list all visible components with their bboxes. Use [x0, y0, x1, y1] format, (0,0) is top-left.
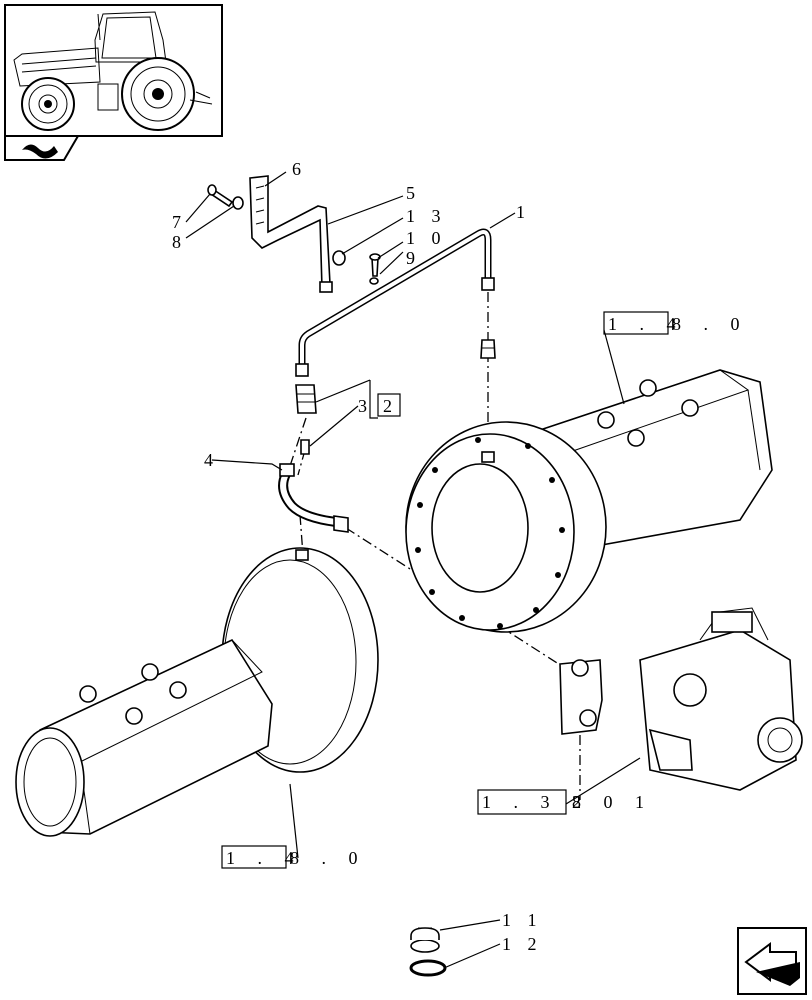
- washer-8-part: [232, 196, 244, 210]
- callout-13[interactable]: 1 3: [406, 206, 447, 226]
- svg-text:8 . 0: 8 . 0: [672, 314, 749, 334]
- svg-text:8 0 1: 8 0 1: [572, 792, 653, 812]
- callout-3[interactable]: 3: [358, 396, 373, 416]
- fitting-3-part: [300, 439, 310, 455]
- callout-2-box: [377, 393, 401, 417]
- ref-top-right[interactable]: 1 . 4 8 . 0: [603, 311, 749, 335]
- valve-block-part: [559, 659, 603, 735]
- svg-text:8 . 0: 8 . 0: [290, 848, 367, 868]
- bracket-part: [249, 175, 333, 293]
- pipe-1-part: [295, 228, 495, 377]
- callout-5[interactable]: 5: [406, 183, 421, 203]
- hose-4-part: [278, 463, 349, 533]
- leader-lines: [185, 171, 641, 969]
- callout-2[interactable]: 2: [383, 396, 398, 416]
- plug-11-part: [410, 927, 440, 953]
- o-ring-12-part: [409, 959, 447, 977]
- fitting-top-part: [480, 339, 496, 359]
- ref-pump[interactable]: 1 . 3 2 8 0 1: [477, 789, 653, 815]
- callout-9[interactable]: 9: [406, 248, 421, 268]
- svg-text:1 . 3 2: 1 . 3 2: [482, 792, 590, 812]
- callout-10[interactable]: 1 0: [406, 228, 447, 248]
- callout-7[interactable]: 7: [172, 212, 187, 232]
- nut-13-part: [332, 250, 346, 266]
- hydraulic-pump-part: [639, 607, 803, 791]
- tractor-thumbnail-icon[interactable]: [4, 4, 223, 137]
- bolt-7-part: [207, 184, 234, 208]
- washer-9-part: [369, 277, 379, 285]
- callout-6[interactable]: 6: [292, 159, 307, 179]
- next-page-arrow-icon[interactable]: [737, 927, 807, 995]
- svg-text:1 . 4: 1 . 4: [226, 848, 303, 868]
- callout-11[interactable]: 1 1: [502, 910, 543, 930]
- callout-labels: 1 6 5 1 3 1 0 9 7 8 3 2 4 1 1 1 2: [172, 159, 543, 954]
- screw-10-part: [369, 253, 381, 277]
- callout-8[interactable]: 8: [172, 232, 187, 252]
- callout-4[interactable]: 4: [204, 450, 219, 470]
- section-symbol-icon[interactable]: [4, 135, 80, 161]
- svg-text:1 . 4: 1 . 4: [608, 314, 685, 334]
- left-axle-housing: [15, 547, 379, 837]
- callout-1[interactable]: 1: [516, 202, 531, 222]
- fitting-2-part: [295, 384, 317, 414]
- right-axle-housing: [405, 369, 773, 633]
- ref-bottom-left[interactable]: 1 . 4 8 . 0: [221, 845, 367, 869]
- callout-12[interactable]: 1 2: [502, 934, 543, 954]
